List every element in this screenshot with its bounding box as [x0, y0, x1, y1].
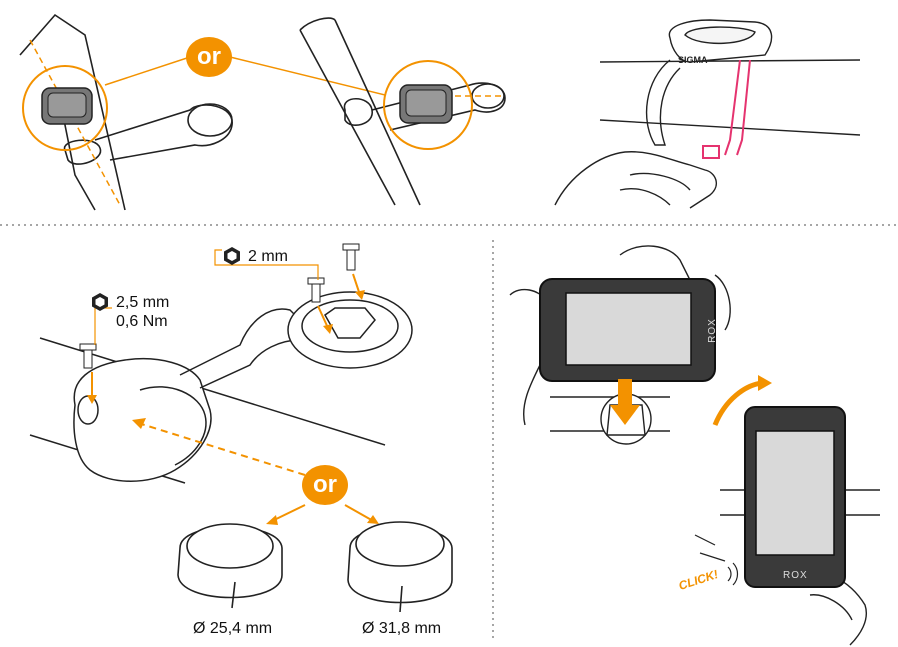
spec-clamp-hex: 2,5 mm — [116, 294, 170, 311]
ring-large-caption: Ø 31,8 mm — [362, 620, 442, 637]
panel-c-outfront-mount: or 2 mm 2,5 mm 0,6 Nm Ø 25,4 mm Ø 31,8 m… — [0, 230, 490, 647]
device-attach-illustration — [509, 245, 880, 646]
spacer-rings — [177, 521, 453, 613]
device-bottom-screen — [755, 430, 835, 556]
or-badge-bottom: or — [302, 465, 348, 505]
outfront-mount-illustration — [29, 243, 453, 613]
sigma-brand-label: SIGMA — [678, 55, 708, 65]
ring-small-caption: Ø 25,4 mm — [193, 620, 273, 637]
highlight-circle-right — [383, 60, 473, 150]
panel-b-strap-mount: SIGMA — [540, 0, 898, 215]
highlight-circle-left — [22, 65, 108, 151]
spec-mount-hex: 2 mm — [248, 248, 288, 265]
device-label-top: ROX — [706, 318, 718, 343]
panel-a-stem-mount: or — [0, 0, 520, 215]
panel-d-device-attach: ROX ROX CLICK! — [500, 235, 898, 647]
hex-key-icon — [92, 293, 108, 311]
or-badge-top: or — [186, 37, 232, 77]
strap-mount-illustration — [554, 19, 861, 209]
hex-key-icon — [224, 247, 240, 265]
device-label-bottom: ROX — [783, 570, 808, 581]
device-top-screen — [565, 292, 692, 366]
spec-clamp-torque: 0,6 Nm — [116, 313, 168, 330]
stem-mount-illustration — [19, 13, 506, 211]
